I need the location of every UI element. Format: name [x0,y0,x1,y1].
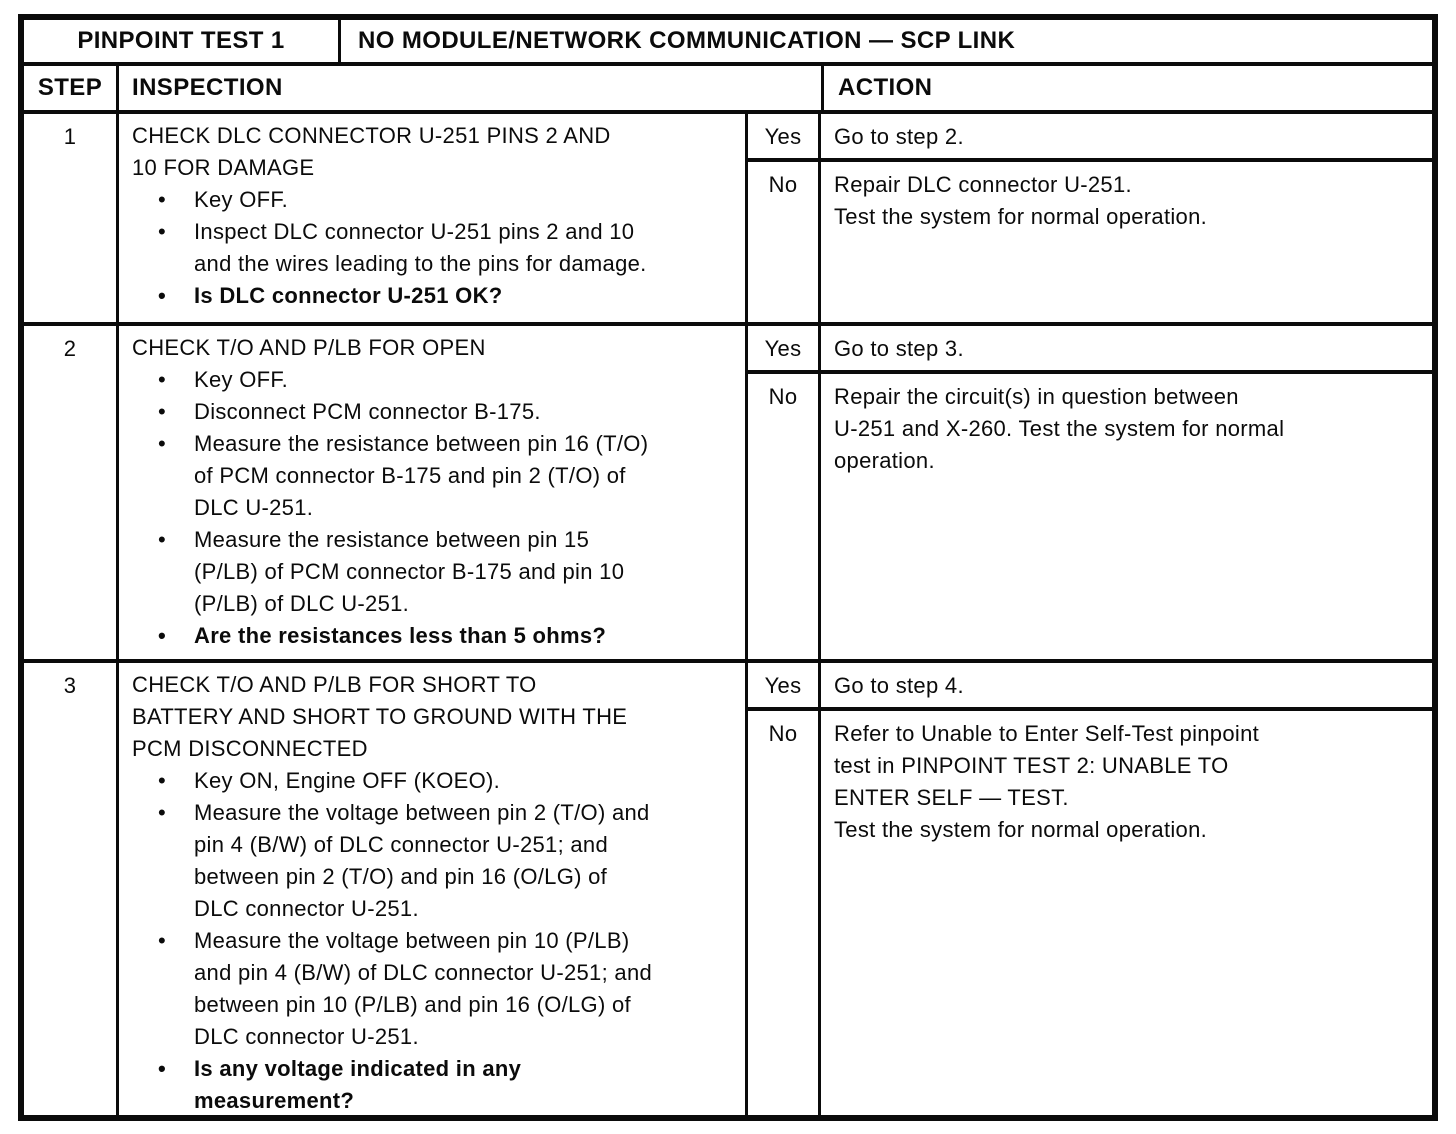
inspection-heading: CHECK T/O AND P/LB FOR OPEN [132,335,486,360]
bullet-text: Key OFF. [194,367,289,392]
step-number: 2 [24,326,119,659]
inspection-cell: CHECK DLC CONNECTOR U-251 PINS 2 AND 10 … [119,114,748,322]
bullet-item: • Key OFF. [132,184,737,216]
yes-label: Yes [748,114,821,158]
bullet-text: Measure the resistance between pin 15 (P… [194,527,625,616]
bullet-icon: • [158,800,167,825]
bullet-text: Key ON, Engine OFF (KOEO). [194,768,501,793]
bullet-text: Disconnect PCM connector B-175. [194,399,541,424]
yes-label: Yes [748,326,821,370]
pinpoint-test-number: PINPOINT TEST 1 [24,20,341,62]
bullet-item: • Key ON, Engine OFF (KOEO). [132,765,737,797]
bullet-text: Key OFF. [194,187,289,212]
step-column-header: STEP [24,66,119,110]
bullet-item: • Measure the voltage between pin 2 (T/O… [132,797,737,925]
yes-action: Go to step 4. [834,673,964,698]
bullet-item-question: • Are the resistances less than 5 ohms? [132,620,737,652]
yes-action: Go to step 3. [834,336,964,361]
bullet-item: • Measure the voltage between pin 10 (P/… [132,925,737,1053]
yes-action: Go to step 2. [834,124,964,149]
inspection-cell: CHECK T/O AND P/LB FOR SHORT TO BATTERY … [119,663,748,1117]
bullet-item: • Disconnect PCM connector B-175. [132,396,737,428]
step-row-1: 1 CHECK DLC CONNECTOR U-251 PINS 2 AND 1… [24,114,1432,326]
yes-subrow: Yes Go to step 3. [748,326,1432,374]
bullet-text: Inspect DLC connector U-251 pins 2 and 1… [194,219,647,276]
inspection-heading: CHECK DLC CONNECTOR U-251 PINS 2 AND 10 … [132,123,611,180]
no-label: No [748,711,821,1117]
inspection-column-header: INSPECTION [119,66,824,110]
bullet-icon: • [158,527,167,552]
bullet-icon: • [158,283,167,308]
bullet-icon: • [158,1056,167,1081]
no-label: No [748,162,821,322]
table-title-row: PINPOINT TEST 1 NO MODULE/NETWORK COMMUN… [24,20,1432,66]
bullet-icon: • [158,623,167,648]
bullet-icon: • [158,187,167,212]
bullet-icon: • [158,768,167,793]
inspection-heading: CHECK T/O AND P/LB FOR SHORT TO BATTERY … [132,672,628,761]
bullet-item: • Measure the resistance between pin 16 … [132,428,737,524]
bullet-item: • Measure the resistance between pin 15 … [132,524,737,620]
no-action: Repair DLC connector U-251. Test the sys… [834,172,1208,229]
action-column: Yes Go to step 4. No Refer to Unable to … [748,663,1432,1117]
bullet-text: Measure the resistance between pin 16 (T… [194,431,649,520]
bullet-item: • Inspect DLC connector U-251 pins 2 and… [132,216,737,280]
bullet-icon: • [158,219,167,244]
bullet-item-question: • Is DLC connector U-251 OK? [132,280,737,312]
bullet-text: Measure the voltage between pin 10 (P/LB… [194,928,653,1049]
bullet-text: Is DLC connector U-251 OK? [194,283,503,308]
action-column-header: ACTION [838,74,933,101]
bullet-item-question: • Is any voltage indicated in any measur… [132,1053,737,1117]
inspection-cell: CHECK T/O AND P/LB FOR OPEN • Key OFF. •… [119,326,748,659]
no-subrow: No Repair DLC connector U-251. Test the … [748,162,1432,322]
column-header-row: STEP INSPECTION ACTION [24,66,1432,114]
no-subrow: No Repair the circuit(s) in question bet… [748,374,1432,659]
bullet-icon: • [158,928,167,953]
step-number: 3 [24,663,119,1117]
action-column: Yes Go to step 3. No Repair the circuit(… [748,326,1432,659]
no-label: No [748,374,821,659]
yes-subrow: Yes Go to step 4. [748,663,1432,711]
bullet-text: Is any voltage indicated in any measurem… [194,1056,522,1113]
bullet-text: Are the resistances less than 5 ohms? [194,623,607,648]
no-subrow: No Refer to Unable to Enter Self-Test pi… [748,711,1432,1117]
bullet-icon: • [158,399,167,424]
yes-label: Yes [748,663,821,707]
bullet-icon: • [158,431,167,456]
step-row-3: 3 CHECK T/O AND P/LB FOR SHORT TO BATTER… [24,663,1432,1117]
no-action: Refer to Unable to Enter Self-Test pinpo… [834,721,1260,842]
bullet-icon: • [158,367,167,392]
bullet-text: Measure the voltage between pin 2 (T/O) … [194,800,650,921]
no-action: Repair the circuit(s) in question betwee… [834,384,1285,473]
step-number: 1 [24,114,119,322]
yes-subrow: Yes Go to step 2. [748,114,1432,162]
bullet-item: • Key OFF. [132,364,737,396]
action-column: Yes Go to step 2. No Repair DLC connecto… [748,114,1432,322]
step-row-2: 2 CHECK T/O AND P/LB FOR OPEN • Key OFF.… [24,326,1432,663]
pinpoint-test-table: PINPOINT TEST 1 NO MODULE/NETWORK COMMUN… [18,14,1438,1121]
pinpoint-test-title: NO MODULE/NETWORK COMMUNICATION — SCP LI… [358,27,1016,54]
